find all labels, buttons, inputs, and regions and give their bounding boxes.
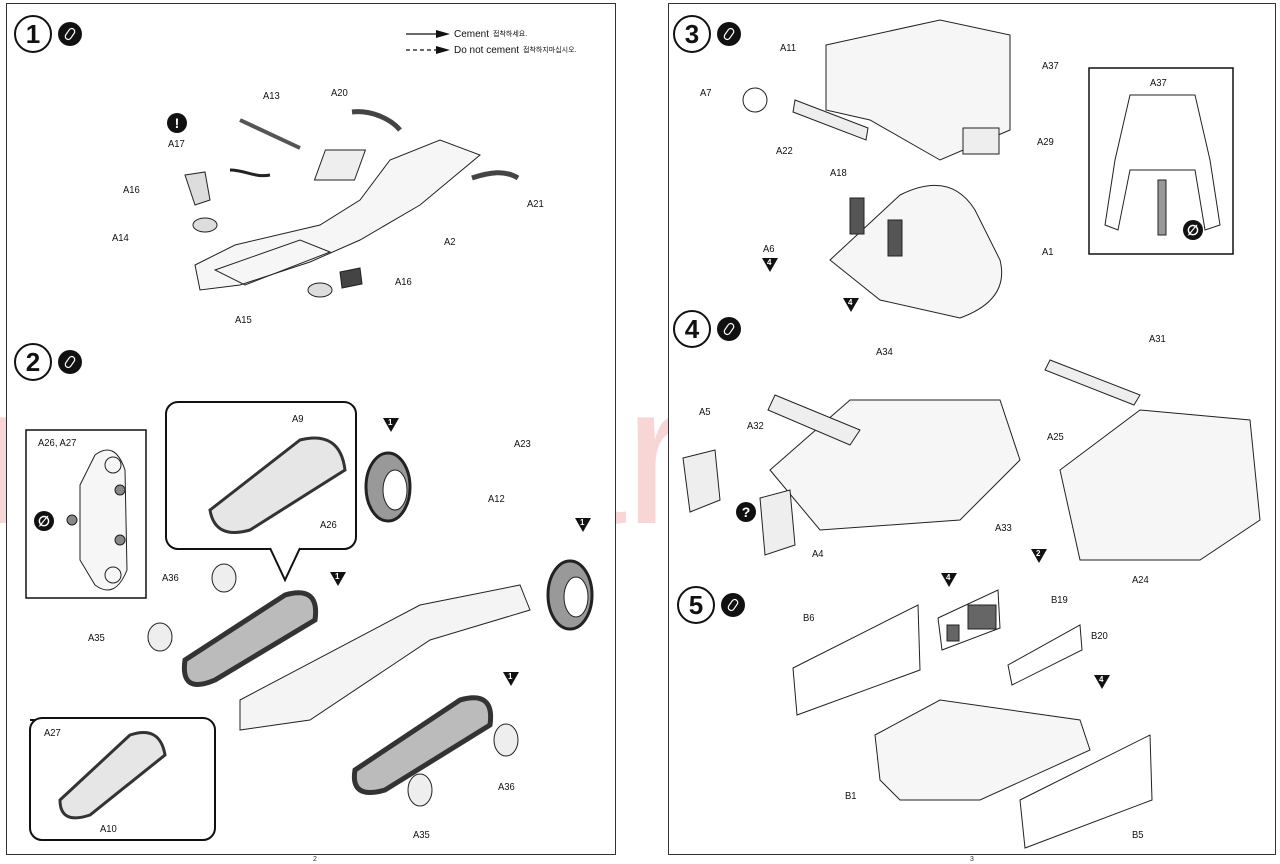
exclamation-icon: ! bbox=[167, 113, 187, 133]
part-label-a20: A20 bbox=[331, 87, 348, 99]
legend-no-cement: Do not cement 접착하지마십시오. bbox=[406, 42, 577, 58]
inset-part-label-a37: A37 bbox=[1150, 77, 1167, 89]
part-label-a4: A4 bbox=[812, 548, 824, 560]
part-label-a9: A9 bbox=[292, 413, 304, 425]
inset-bogie-detail bbox=[166, 402, 356, 549]
cement-bottle-icon: ∅ bbox=[34, 511, 54, 531]
cement-bottle-icon bbox=[717, 22, 741, 46]
cement-bottle-icon bbox=[721, 593, 745, 617]
step-3-header: 3 bbox=[673, 15, 741, 53]
cement-bottle-icon bbox=[58, 22, 82, 46]
legend-cement-korean: 접착하세요. bbox=[493, 31, 528, 38]
step-3-number: 3 bbox=[673, 15, 711, 53]
part-label-a1: A1 bbox=[1042, 246, 1054, 258]
part-label-b19: B19 bbox=[1051, 594, 1068, 606]
ref-step-1-marker: 1 bbox=[503, 672, 519, 686]
part-label-a14: A14 bbox=[112, 232, 129, 244]
part-label-a24: A24 bbox=[1132, 574, 1149, 586]
ref-step-4-marker: 4 bbox=[1094, 675, 1110, 689]
part-label-a21: A21 bbox=[527, 198, 544, 210]
step-2-header: 2 bbox=[14, 343, 82, 381]
part-label-a36-bottom: A36 bbox=[498, 781, 515, 793]
inset-a37-detail bbox=[1089, 68, 1233, 254]
part-label-a23: A23 bbox=[514, 438, 531, 450]
ref-step-1-marker: 1 bbox=[330, 572, 346, 586]
part-label-b20: B20 bbox=[1091, 630, 1108, 642]
part-label-a12: A12 bbox=[488, 493, 505, 505]
ref-step-1-marker: 1 bbox=[383, 418, 399, 432]
part-label-a15: A15 bbox=[235, 314, 252, 326]
part-label-a35-top: A35 bbox=[88, 632, 105, 644]
ref-step-4-marker: 4 bbox=[941, 573, 957, 587]
step-4-header: 4 bbox=[673, 310, 741, 348]
part-label-a16-bottom: A16 bbox=[395, 276, 412, 288]
dashed-arrow-icon bbox=[406, 46, 450, 54]
part-label-a5: A5 bbox=[699, 406, 711, 418]
part-label-a13: A13 bbox=[263, 90, 280, 102]
legend-cement-label: Cement bbox=[454, 28, 490, 40]
step-1-header: 1 bbox=[14, 15, 82, 53]
ref-step-1-marker: 1 bbox=[575, 518, 591, 532]
part-label-a2: A2 bbox=[444, 236, 456, 248]
part-label-a18: A18 bbox=[830, 167, 847, 179]
cement-legend: Cement 접착하세요. Do not cement 접착하지마십시오. bbox=[406, 26, 577, 58]
step-4-number: 4 bbox=[673, 310, 711, 348]
page-number-left: 2 bbox=[313, 856, 317, 863]
step-1-number: 1 bbox=[14, 15, 52, 53]
part-label-a16-top: A16 bbox=[123, 184, 140, 196]
part-label-a29: A29 bbox=[1037, 136, 1054, 148]
part-label-a34: A34 bbox=[876, 346, 893, 358]
legend-no-cement-label: Do not cement bbox=[454, 44, 520, 56]
part-label-a35-bottom: A35 bbox=[413, 829, 430, 841]
ref-step-2-marker: 2 bbox=[1031, 549, 1047, 563]
part-label-a22: A22 bbox=[776, 145, 793, 157]
part-label-a11: A11 bbox=[780, 42, 797, 54]
part-label-a26-a27: A26, A27 bbox=[38, 437, 77, 449]
legend-no-cement-korean: 접착하지마십시오. bbox=[523, 47, 577, 54]
part-label-b6: B6 bbox=[803, 612, 815, 624]
part-label-a36-top: A36 bbox=[162, 572, 179, 584]
part-label-a26: A26 bbox=[320, 519, 337, 531]
part-label-a25: A25 bbox=[1047, 431, 1064, 443]
part-label-a7: A7 bbox=[700, 87, 712, 99]
step-1-chassis-drawing bbox=[185, 112, 518, 297]
step-5-header: 5 bbox=[677, 586, 745, 624]
ref-step-4-marker: 4 bbox=[843, 298, 859, 312]
legend-cement: Cement 접착하세요. bbox=[406, 26, 577, 42]
part-label-a6: A6 bbox=[763, 243, 775, 255]
solid-arrow-icon bbox=[406, 30, 450, 38]
step-5-number: 5 bbox=[677, 586, 715, 624]
part-label-a27: A27 bbox=[44, 727, 61, 739]
part-label-a17: A17 bbox=[168, 138, 185, 150]
part-label-b1: B1 bbox=[845, 790, 857, 802]
page-number-right: 3 bbox=[970, 856, 974, 863]
ref-step-4-marker: 4 bbox=[762, 258, 778, 272]
cement-bottle-icon bbox=[58, 350, 82, 374]
cement-bottle-icon bbox=[717, 317, 741, 341]
question-icon: ? bbox=[736, 502, 756, 522]
part-label-a33: A33 bbox=[995, 522, 1012, 534]
step-2-number: 2 bbox=[14, 343, 52, 381]
inset-track-plate bbox=[26, 430, 146, 598]
part-label-a31: A31 bbox=[1149, 333, 1166, 345]
cement-bottle-icon: ∅ bbox=[1183, 220, 1203, 240]
part-label-a37: A37 bbox=[1042, 60, 1059, 72]
part-label-a10: A10 bbox=[100, 823, 117, 835]
part-label-a32: A32 bbox=[747, 420, 764, 432]
part-label-b5: B5 bbox=[1132, 829, 1144, 841]
